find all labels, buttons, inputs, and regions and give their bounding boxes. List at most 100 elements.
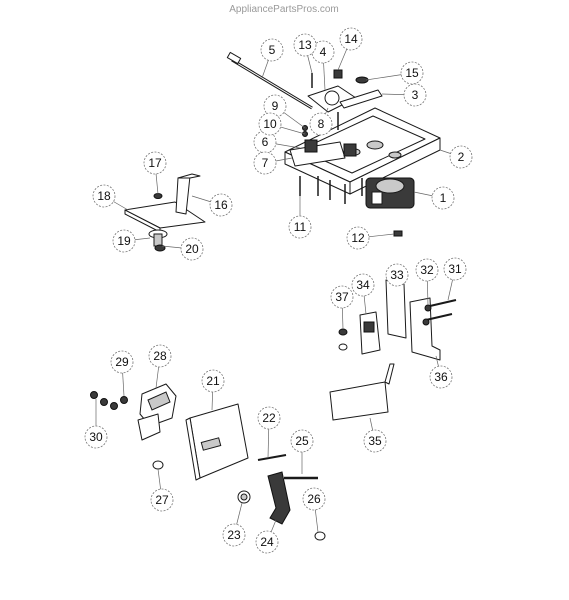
callout-label-27: 27 bbox=[155, 493, 169, 507]
callout-label-24: 24 bbox=[260, 535, 274, 549]
callout-label-7: 7 bbox=[262, 156, 269, 170]
rod-end bbox=[226, 51, 242, 65]
callout-label-9: 9 bbox=[272, 99, 279, 113]
screw-31 bbox=[429, 299, 457, 307]
callout-circle-17 bbox=[143, 151, 167, 175]
callout-label-30: 30 bbox=[89, 430, 103, 444]
mounting-plate-hole bbox=[324, 90, 340, 106]
callout-circle-24 bbox=[255, 530, 279, 554]
tray-hole bbox=[388, 151, 402, 159]
callout-label-26: 26 bbox=[307, 492, 321, 506]
callout-circle-22 bbox=[257, 406, 281, 430]
upright-bracket bbox=[175, 175, 191, 215]
washer-32b bbox=[422, 318, 430, 326]
callout-label-21: 21 bbox=[206, 374, 220, 388]
callout-label-37: 37 bbox=[335, 290, 349, 304]
callout-label-23: 23 bbox=[227, 528, 241, 542]
callout-circle-11 bbox=[288, 215, 312, 239]
callout-circle-26 bbox=[302, 487, 326, 511]
callout-circle-20 bbox=[180, 237, 204, 261]
nut-20 bbox=[154, 244, 166, 252]
callout-circle-1 bbox=[431, 186, 455, 210]
control-rod-highlight bbox=[231, 59, 313, 109]
nut-30c bbox=[110, 402, 118, 410]
callout-label-2: 2 bbox=[458, 150, 465, 164]
callout-label-8: 8 bbox=[318, 117, 325, 131]
bushing-stem bbox=[153, 233, 163, 247]
right-switch-assembly bbox=[329, 279, 457, 421]
callout-circle-5 bbox=[260, 38, 284, 62]
screw-31b bbox=[425, 313, 453, 321]
callout-label-12: 12 bbox=[351, 231, 365, 245]
callout-circle-18 bbox=[92, 184, 116, 208]
plate-35-tab bbox=[384, 363, 395, 385]
callout-label-35: 35 bbox=[368, 434, 382, 448]
callout-circle-8 bbox=[309, 112, 333, 136]
bracket-28-slot bbox=[147, 391, 171, 411]
nut-30 bbox=[90, 391, 98, 399]
callout-circle-2 bbox=[449, 145, 473, 169]
callout-circle-10 bbox=[258, 112, 282, 136]
callout-circle-14 bbox=[339, 27, 363, 51]
left-bracket-assembly bbox=[124, 173, 206, 252]
plate-21-slot bbox=[200, 437, 222, 451]
callout-label-16: 16 bbox=[214, 198, 228, 212]
callout-label-31: 31 bbox=[448, 262, 462, 276]
plate-21-edge bbox=[185, 417, 201, 481]
callout-label-34: 34 bbox=[356, 278, 370, 292]
callout-circle-31 bbox=[443, 257, 467, 281]
plate-35 bbox=[329, 381, 389, 421]
callout-label-11: 11 bbox=[294, 220, 307, 234]
nut-30b bbox=[100, 398, 108, 406]
callout-circle-15 bbox=[400, 61, 424, 85]
callout-circle-27 bbox=[150, 488, 174, 512]
bracket-28-foot bbox=[137, 413, 161, 441]
nut-37b bbox=[338, 343, 348, 351]
callout-label-36: 36 bbox=[434, 370, 448, 384]
callout-label-5: 5 bbox=[269, 43, 276, 57]
spacer-23-hole bbox=[240, 493, 248, 501]
callout-label-10: 10 bbox=[263, 117, 277, 131]
callout-circle-37 bbox=[330, 285, 354, 309]
callout-circle-28 bbox=[148, 344, 172, 368]
callout-circle-30 bbox=[84, 425, 108, 449]
callout-label-17: 17 bbox=[148, 156, 162, 170]
callout-circle-25 bbox=[290, 429, 314, 453]
switch-left bbox=[304, 139, 318, 153]
switch-34 bbox=[359, 311, 381, 355]
callout-circle-16 bbox=[209, 193, 233, 217]
tray-hole bbox=[366, 140, 384, 150]
switch-right bbox=[343, 143, 357, 157]
callout-label-22: 22 bbox=[262, 411, 276, 425]
callout-circle-34 bbox=[351, 273, 375, 297]
base-bracket bbox=[124, 201, 206, 229]
strap bbox=[339, 89, 383, 109]
callout-circle-36 bbox=[429, 365, 453, 389]
motor-connector bbox=[371, 191, 383, 205]
callout-circle-21 bbox=[201, 369, 225, 393]
callout-circle-29 bbox=[110, 350, 134, 374]
callout-label-14: 14 bbox=[344, 32, 358, 46]
screw-12 bbox=[393, 230, 403, 237]
washer-32 bbox=[424, 304, 432, 312]
motor-top bbox=[375, 178, 405, 194]
nut-37 bbox=[338, 328, 348, 336]
callout-label-19: 19 bbox=[117, 234, 131, 248]
callout-label-4: 4 bbox=[320, 45, 327, 59]
callout-label-15: 15 bbox=[405, 66, 419, 80]
callout-label-13: 13 bbox=[298, 38, 312, 52]
watermark-text: AppliancePartsPros.com bbox=[229, 4, 339, 15]
lower-assembly bbox=[90, 383, 326, 541]
callout-label-18: 18 bbox=[97, 189, 111, 203]
callout-label-32: 32 bbox=[420, 263, 434, 277]
callout-label-6: 6 bbox=[262, 135, 269, 149]
callout-circle-19 bbox=[112, 229, 136, 253]
switch-bracket bbox=[289, 141, 346, 167]
clip-17 bbox=[153, 193, 163, 199]
callout-label-20: 20 bbox=[185, 242, 199, 256]
callout-circle-13 bbox=[293, 33, 317, 57]
callout-circle-3 bbox=[403, 83, 427, 107]
switch-34-terminal bbox=[363, 321, 375, 333]
